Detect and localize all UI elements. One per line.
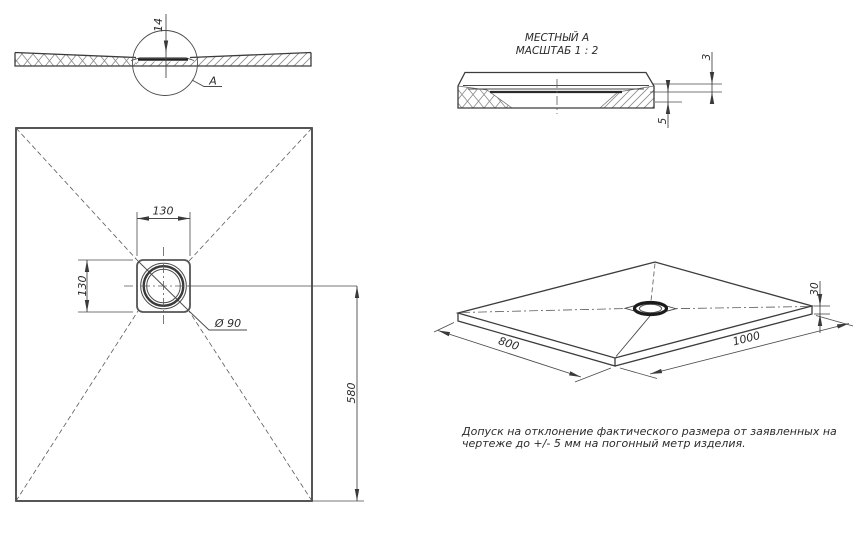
dimension-diameter-90: Ø 90	[188, 310, 247, 331]
dimension-5: 5	[655, 80, 682, 128]
iso-slope-back	[650, 263, 656, 302]
section-hatch-center	[136, 61, 190, 66]
section-outline	[14, 51, 312, 67]
dimension-30: 30	[809, 281, 830, 333]
tolerance-note: Допуск на отклонение фактического размер…	[461, 425, 837, 450]
dimension-14: 14	[152, 14, 169, 78]
detail-view-title: МЕСТНЫЙ А	[525, 31, 589, 44]
tolerance-note-line2: чертеже до +/- 5 мм на погонный метр изд…	[462, 437, 746, 450]
drain-iso-inner	[639, 303, 662, 314]
drain-top-view	[124, 247, 191, 325]
dimension-3: 3	[650, 52, 722, 104]
drain-iso-ring	[632, 300, 669, 317]
detail-a-text: A	[208, 75, 217, 88]
detail-view-a: МЕСТНЫЙ А МАСШТАБ 1 : 2 3 5	[457, 31, 722, 128]
dimension-580: 580	[188, 285, 364, 502]
slope-line-bl	[15, 310, 139, 502]
isometric-view: 800 1000 30	[433, 261, 854, 383]
dim-5-label: 5	[657, 117, 669, 124]
slope-line-tl	[15, 127, 139, 262]
detail-view-scale: МАСШТАБ 1 : 2	[516, 45, 599, 57]
dimension-130-width: 130	[136, 205, 191, 256]
dim-130w-label: 130	[153, 205, 174, 218]
iso-slope-front	[615, 315, 651, 357]
plan-view: 130 130 Ø 90 580	[15, 127, 364, 502]
drain-iso	[623, 300, 678, 317]
section-hatch-left	[15, 52, 136, 66]
iso-slope-right	[673, 306, 810, 310]
detail-label-a: A	[191, 75, 222, 88]
tolerance-note-line1: Допуск на отклонение фактического размер…	[461, 425, 837, 438]
drain-recess-section	[130, 57, 195, 61]
drain-ring-outer	[140, 262, 187, 310]
slope-line-tr	[188, 127, 313, 262]
dimension-130-height: 130	[76, 259, 133, 313]
tray-plan-outline	[15, 127, 313, 502]
dim-3-label: 3	[701, 54, 713, 61]
dimension-800: 800	[433, 322, 612, 383]
detail-outline	[457, 71, 655, 109]
iso-slope-left	[460, 308, 628, 313]
dim-1000-label: 1000	[731, 329, 761, 348]
dim-30-label: 30	[809, 282, 821, 296]
section-view: 14 A	[14, 14, 312, 96]
dim-d90-label: Ø 90	[214, 317, 241, 330]
detail-circle	[132, 30, 198, 96]
dim-130h-label: 130	[76, 276, 89, 297]
section-hatch-right	[190, 52, 311, 66]
dim-800-label: 800	[497, 334, 521, 353]
slope-line-br	[188, 310, 313, 502]
dim-14-label: 14	[152, 18, 165, 32]
dim-580-label: 580	[345, 383, 358, 404]
